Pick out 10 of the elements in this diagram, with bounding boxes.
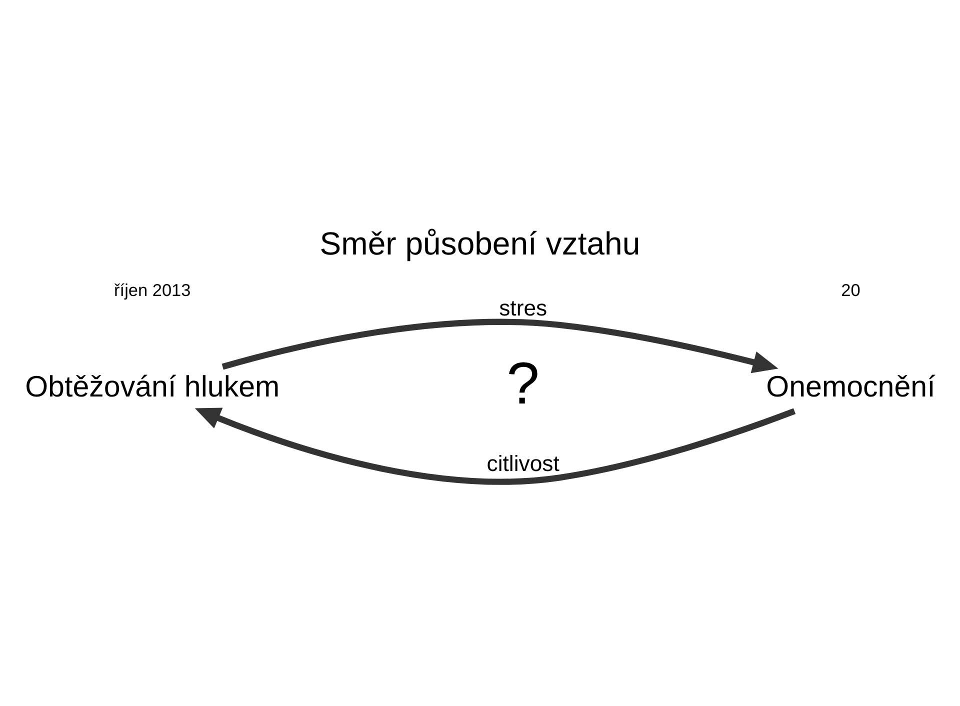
node-text: Obtěžování hlukem bbox=[25, 370, 280, 404]
diagram-title: Směr působení vztahu bbox=[320, 225, 640, 262]
node-text: Onemocnění bbox=[766, 370, 936, 404]
label: říjen 2013 bbox=[114, 280, 191, 300]
label: 20 bbox=[841, 280, 860, 300]
edge-label: stres bbox=[499, 296, 548, 321]
label: ? bbox=[506, 350, 540, 417]
edge-label: citlivost bbox=[486, 450, 560, 476]
arrow bbox=[222, 318, 778, 374]
arrow bbox=[194, 408, 796, 485]
